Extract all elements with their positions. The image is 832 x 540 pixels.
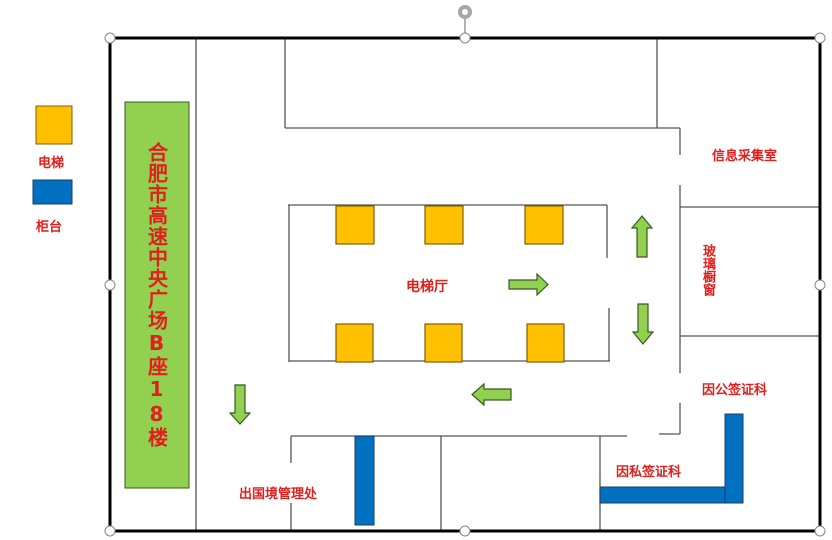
room-exit-entry-office: 出国境管理处 [239, 487, 318, 502]
elevator [526, 323, 565, 363]
elevator [424, 205, 464, 245]
elevator [524, 205, 564, 245]
building-title-panel: 合肥市高速中央广场B座18楼 [125, 102, 189, 488]
resize-handle[interactable] [104, 279, 116, 291]
title-panel [124, 101, 190, 489]
room-elevator-hall: 电梯厅 [406, 279, 448, 295]
arrow-right-icon [508, 272, 549, 297]
resize-handle[interactable] [459, 32, 471, 44]
legend-elevator-swatch [35, 105, 73, 145]
counters [354, 413, 744, 526]
legend-counter-swatch [32, 179, 73, 205]
building-title: 合肥市高速中央广场B座18楼 [144, 142, 169, 448]
elevator [335, 323, 374, 363]
room-private-visa: 因私签证科 [616, 465, 682, 480]
room-official-visa: 因公签证科 [702, 383, 768, 398]
resize-handle[interactable] [459, 525, 471, 537]
resize-handle[interactable] [814, 32, 826, 44]
room-glass-window: 玻璃橱窗 [700, 244, 715, 296]
counter [724, 413, 744, 504]
resize-handle[interactable] [104, 32, 116, 44]
rotate-handle-center [462, 9, 468, 15]
selection-handles[interactable] [104, 32, 826, 537]
counter [354, 435, 375, 526]
elevators [335, 205, 565, 363]
room-info-collection: 信息采集室 [712, 149, 778, 164]
resize-handle[interactable] [814, 279, 826, 291]
legend-elevator-label: 电梯 [38, 156, 65, 171]
arrow-down-icon [631, 303, 655, 345]
resize-handle[interactable] [814, 525, 826, 537]
elevator [335, 205, 375, 245]
arrow-up-icon [630, 215, 654, 258]
arrow-down-icon [228, 384, 252, 425]
resize-handle[interactable] [104, 525, 116, 537]
elevator [424, 323, 463, 363]
arrow-left-icon [471, 382, 512, 407]
arrows [228, 215, 655, 425]
legend-counter-label: 柜台 [36, 220, 63, 235]
counter [599, 486, 726, 504]
